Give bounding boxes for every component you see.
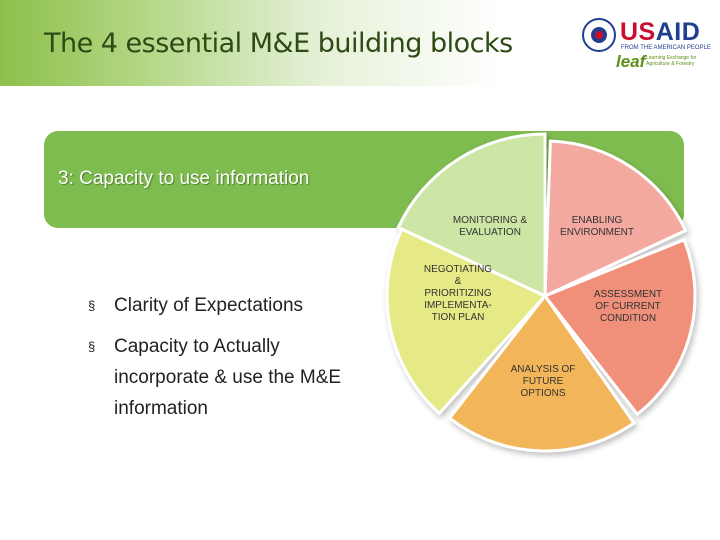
usaid-tagline: FROM THE AMERICAN PEOPLE — [621, 45, 711, 51]
bullet-item: § Capacity to Actually incorporate & use… — [88, 331, 348, 424]
bullet-item: § Clarity of Expectations — [88, 290, 348, 321]
cycle-segment-label: MONITORING &EVALUATION — [453, 215, 528, 238]
cycle-segment — [543, 139, 688, 299]
usaid-logo: USAID FROM THE AMERICAN PEOPLE leaf Lear… — [580, 14, 712, 74]
slide-title: The 4 essential M&E building blocks — [44, 28, 513, 59]
bullet-text: Capacity to Actually incorporate & use t… — [114, 336, 342, 419]
usaid-seal-icon — [582, 18, 616, 52]
banner-label: 3: Capacity to use information — [58, 168, 310, 189]
cycle-segment — [385, 227, 548, 416]
leaf-tagline: Learning Exchange for Agriculture & Fore… — [646, 55, 697, 67]
cycle-segment — [542, 237, 697, 417]
bullet-marker-icon: § — [88, 339, 96, 354]
bullet-list: § Clarity of Expectations § Capacity to … — [88, 290, 348, 434]
cycle-segment — [396, 132, 547, 299]
cycle-segment — [447, 293, 636, 453]
bullet-marker-icon: § — [88, 298, 96, 313]
bullet-text: Clarity of Expectations — [114, 295, 304, 316]
leaf-logo: leaf — [616, 52, 646, 71]
usaid-wordmark: USAID — [620, 18, 701, 46]
